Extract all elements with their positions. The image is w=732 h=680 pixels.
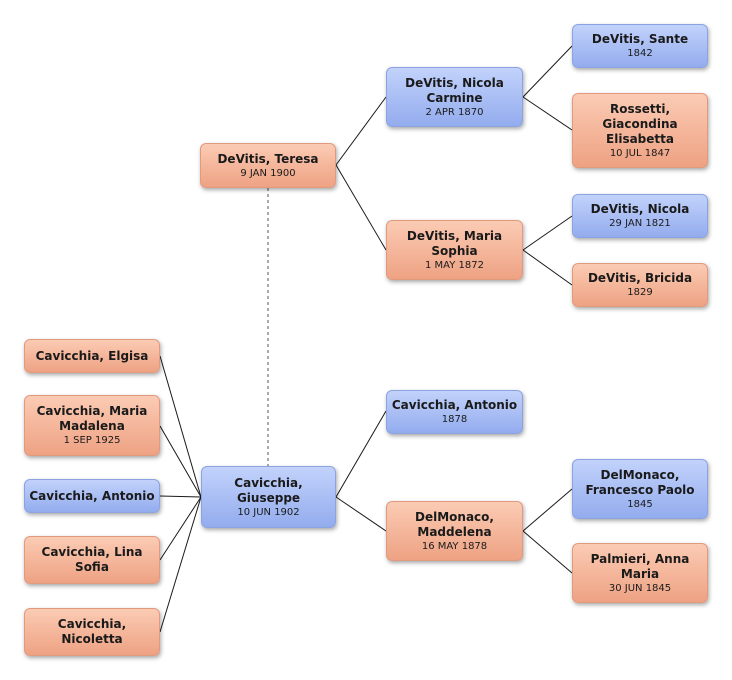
link-nicola-carmine-rossetti [522, 96, 573, 131]
person-date: 10 JUN 1902 [237, 506, 300, 518]
person-date: 1842 [627, 48, 653, 59]
person-date: 9 JAN 1900 [240, 167, 296, 179]
person-name: Cavicchia, Lina Sofia [41, 545, 143, 574]
person-date: 10 JUL 1847 [609, 147, 671, 159]
person-date: 30 JUN 1845 [608, 582, 672, 594]
person-card-antonio-child[interactable]: Cavicchia, Antonio [24, 479, 160, 513]
person-name: DeVitis, Teresa [217, 151, 319, 166]
person-name: Cavicchia, Elgisa [35, 348, 149, 363]
person-date: 1845 [627, 498, 653, 510]
person-name: DeVitis, Sante [591, 32, 689, 46]
person-name: DelMonaco, Francesco Paolo [585, 467, 695, 497]
person-name: DeVitis, Bricida [587, 271, 693, 285]
person-card-nicola[interactable]: DeVitis, Nicola 29 JAN 1821 [572, 194, 708, 238]
person-name: DeVitis, Nicola [590, 202, 690, 216]
person-date: 16 MAY 1878 [421, 540, 488, 552]
link-giuseppe-maddelena [335, 496, 387, 532]
person-date: 1878 [441, 414, 468, 425]
person-date: 29 JAN 1821 [609, 218, 671, 229]
link-nicola-carmine-sante [522, 45, 573, 98]
link-maria-sophia-bricida [522, 249, 573, 286]
person-card-maria-sophia[interactable]: DeVitis, Maria Sophia 1 MAY 1872 [386, 220, 523, 280]
person-card-lina[interactable]: Cavicchia, Lina Sofia [24, 536, 160, 584]
person-name: Cavicchia, Maria Madalena [36, 404, 148, 433]
person-name: Cavicchia, Giuseppe [234, 475, 303, 505]
person-card-palmieri[interactable]: Palmieri, Anna Maria 30 JUN 1845 [572, 543, 708, 603]
person-card-antonio-father[interactable]: Cavicchia, Antonio 1878 [386, 390, 523, 434]
link-maria-sophia-nicola [522, 215, 573, 251]
person-name: Cavicchia, Antonio [391, 398, 518, 412]
person-name: Palmieri, Anna Maria [590, 551, 690, 581]
person-name: DeVitis, Nicola Carmine [405, 75, 504, 105]
person-date: 1829 [627, 287, 653, 298]
person-name: DeVitis, Maria Sophia [406, 228, 503, 258]
link-child-antonio [159, 495, 202, 498]
link-maddelena-francesco [522, 488, 573, 532]
link-teresa-nicola-carmine [335, 96, 387, 166]
person-card-maddelena[interactable]: DelMonaco, Maddelena 16 MAY 1878 [386, 501, 523, 561]
person-card-francesco[interactable]: DelMonaco, Francesco Paolo 1845 [572, 459, 708, 519]
link-child-elgisa [159, 355, 202, 498]
person-date: 1 MAY 1872 [425, 259, 484, 271]
person-card-nicola-carmine[interactable]: DeVitis, Nicola Carmine 2 APR 1870 [386, 67, 523, 127]
person-date: 2 APR 1870 [425, 106, 484, 118]
person-name: Rossetti, Giacondina Elisabetta [602, 101, 678, 146]
person-card-nicoletta[interactable]: Cavicchia, Nicoletta [24, 608, 160, 656]
person-date: 1 SEP 1925 [63, 435, 121, 446]
link-maddelena-palmieri [522, 530, 573, 574]
link-child-lina [159, 496, 202, 561]
link-child-nicoletta [159, 496, 202, 633]
person-name: Cavicchia, Antonio [29, 488, 155, 503]
link-giuseppe-antonio [335, 410, 387, 498]
link-child-madalena [159, 425, 202, 498]
person-card-bricida[interactable]: DeVitis, Bricida 1829 [572, 263, 708, 307]
person-card-rossetti[interactable]: Rossetti, Giacondina Elisabetta 10 JUL 1… [572, 93, 708, 168]
person-card-sante[interactable]: DeVitis, Sante 1842 [572, 24, 708, 68]
person-card-madalena[interactable]: Cavicchia, Maria Madalena 1 SEP 1925 [24, 395, 160, 456]
link-teresa-maria-sophia [335, 164, 387, 251]
person-card-giuseppe[interactable]: Cavicchia, Giuseppe 10 JUN 1902 [201, 466, 336, 528]
person-name: DelMonaco, Maddelena [415, 509, 494, 539]
person-card-teresa[interactable]: DeVitis, Teresa 9 JAN 1900 [200, 143, 336, 188]
person-card-elgisa[interactable]: Cavicchia, Elgisa [24, 339, 160, 373]
person-name: Cavicchia, Nicoletta [57, 617, 127, 646]
